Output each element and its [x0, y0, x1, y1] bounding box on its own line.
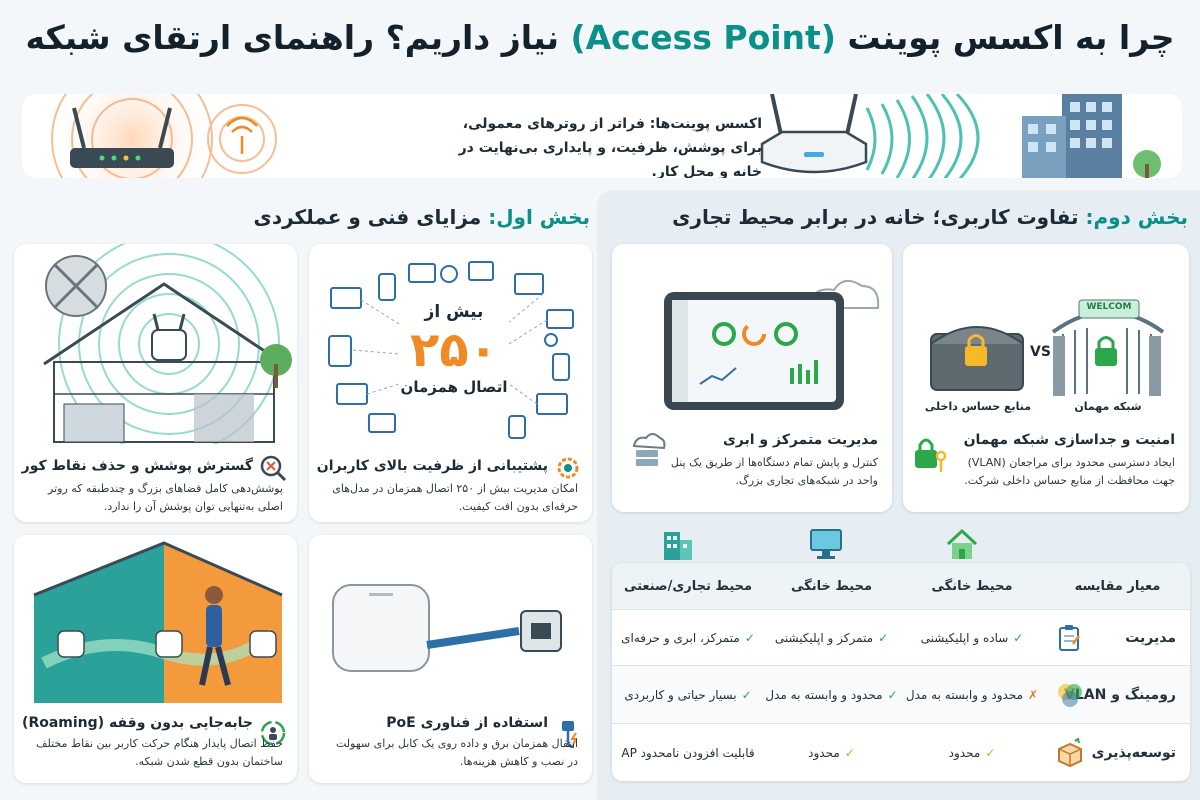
desktop-monitor-icon	[810, 529, 842, 559]
coverage-card: گسترش پوشش و حذف نقاط کور پوشش‌دهی کامل …	[14, 244, 297, 522]
table-row: ✓متمرکز، ابری و حرفه‌ای ✓متمرکز و اپلیکی…	[612, 609, 1190, 665]
ceiling-access-point-icon	[151, 313, 187, 361]
hero-illustration	[47, 94, 1161, 178]
tablet-dashboard-icon	[664, 292, 844, 410]
check-icon: ✓	[887, 687, 898, 702]
cell-criteria: مدیریت	[1045, 610, 1190, 665]
cell-home-1: ✓محدود	[948, 745, 996, 760]
versus-label: VS	[1030, 344, 1051, 360]
header-home-1: محیط خانگی	[931, 578, 1013, 594]
clipboard-icon	[1059, 624, 1080, 651]
padlock-key-icon	[911, 434, 951, 478]
check-icon: ✓	[741, 687, 752, 702]
section1-heading: بخش اول: مزایای فنی و عملکردی	[253, 205, 590, 229]
roaming-card: جابه‌جایی بدون وقفه (Roaming) حفظ اتصال …	[14, 535, 297, 783]
cell-home-2: ✓محدود	[808, 745, 855, 760]
cloud-server-icon	[626, 430, 666, 474]
dashboard-illustration	[664, 279, 880, 410]
venn-icon	[1058, 683, 1082, 707]
management-card: مدیریت متمرکز و ابری کنترل و پایش تمام د…	[612, 244, 892, 512]
capacity-badge: بیش از ۲۵۰ اتصال همزمان	[399, 302, 509, 396]
poe-card-desc: انتقال همزمان برق و داده روی یک کابل برا…	[336, 737, 578, 768]
cell-home-1: ✗محدود و وابسته به مدل	[905, 687, 1039, 702]
roaming-cycle-icon	[259, 719, 287, 751]
walking-person-icon	[199, 586, 231, 686]
hero-description: اکسس پوینت‌ها: فراتر از روترهای معمولی، …	[458, 116, 762, 178]
internal-resources-label: منابع حساس داخلی	[924, 400, 1032, 413]
cell-home-2: ✓متمرکز و اپلیکیشنی	[774, 630, 889, 645]
security-card: VS WELCOM شبکه مهمان منابع حساس داخلی ام…	[903, 244, 1189, 512]
access-point-icon-1	[57, 630, 85, 658]
guest-network-label: شبکه مهمان	[1074, 400, 1142, 413]
comparison-table: محیط تجاری/صنعتی محیط خانگی محیط خانگی م…	[612, 563, 1190, 781]
coverage-card-title: گسترش پوشش و حذف نقاط کور	[21, 458, 253, 474]
table-header-row: محیط تجاری/صنعتی محیط خانگی محیط خانگی م…	[612, 563, 1190, 609]
guest-network-illustration	[930, 299, 1165, 396]
devices-illustration	[328, 261, 574, 439]
capacity-badge-bottom: اتصال همزمان	[400, 378, 508, 396]
hero-banner: اکسس پوینت‌ها: فراتر از روترهای معمولی، …	[22, 94, 1182, 178]
house-coverage-illustration	[43, 244, 292, 444]
capacity-badge-top: بیش از	[424, 302, 484, 322]
page-title: چرا به اکسس پوینت (Access Point) نیاز دا…	[25, 18, 1175, 57]
management-card-title: مدیریت متمرکز و ابری	[722, 432, 878, 448]
check-icon: ✓	[844, 745, 855, 760]
cable-plug-icon	[554, 719, 582, 753]
cell-commercial: ✓متمرکز، ابری و حرفه‌ای	[621, 630, 755, 645]
check-icon: ✓	[1013, 630, 1024, 645]
header-criteria: معیار مقایسه	[1074, 578, 1161, 594]
access-point-icon-3	[249, 630, 277, 658]
box-icon	[1058, 737, 1082, 767]
gear-settings-icon	[554, 454, 582, 486]
poe-card-title: استفاده از فناوری PoE	[386, 715, 548, 731]
roaming-illustration	[33, 541, 283, 703]
capacity-card: بیش از ۲۵۰ اتصال همزمان پشتیبانی از ظرفی…	[309, 244, 592, 522]
capacity-card-title: پشتیبانی از ظرفیت بالای کاربران	[316, 458, 548, 474]
check-icon: ✓	[985, 745, 996, 760]
section2-heading: بخش دوم: تفاوت کاربری؛ خانه در برابر محی…	[672, 205, 1188, 229]
home-router-icon	[70, 107, 174, 168]
wifi-signal-icon	[226, 116, 258, 154]
cell-home-1: ✓ساده و اپلیکیشنی	[920, 630, 1024, 645]
access-point-device-icon	[760, 94, 868, 174]
cell-criteria: رومینگ و VLAN	[1045, 666, 1190, 723]
roaming-card-desc: حفظ اتصال پایدار هنگام حرکت کاربر بین نق…	[36, 737, 283, 768]
cell-commercial: قابلیت افزودن نامحدود AP	[621, 745, 755, 760]
vault-chest-icon	[930, 326, 1024, 391]
poe-illustration	[332, 584, 562, 672]
table-row: ✓بسیار حیاتی و کاربردی ✓محدود و وابسته ب…	[612, 665, 1190, 723]
capacity-badge-number: ۲۵۰	[410, 322, 498, 378]
cell-criteria: توسعه‌پذیری	[1045, 724, 1190, 781]
cross-icon: ✗	[1028, 687, 1039, 702]
security-card-desc: ایجاد دسترسی محدود برای مراجعان (VLAN) ج…	[964, 456, 1175, 487]
security-card-title: امنیت و جداسازی شبکه مهمان	[963, 432, 1175, 448]
check-icon: ✓	[744, 630, 755, 645]
blocked-signal-icon	[45, 255, 107, 317]
office-building-icon	[1022, 94, 1161, 178]
capacity-card-desc: امکان مدیریت بیش از ۲۵۰ اتصال همزمان در …	[332, 482, 578, 513]
ethernet-port-icon	[520, 610, 562, 652]
coverage-card-desc: پوشش‌دهی کامل فضاهای بزرگ و چندطبقه که ر…	[48, 482, 283, 513]
header-commercial: محیط تجاری/صنعتی	[623, 578, 753, 594]
gate-sign: WELCOM	[1086, 302, 1132, 312]
table-row: قابلیت افزودن نامحدود AP ✓محدود ✓محدود ت…	[612, 723, 1190, 781]
roaming-card-title: جابه‌جایی بدون وقفه (Roaming)	[22, 715, 253, 731]
access-point-device-icon	[332, 584, 430, 672]
welcome-gate-icon	[1051, 299, 1165, 396]
cell-commercial: ✓بسیار حیاتی و کاربردی	[624, 687, 752, 702]
management-card-desc: کنترل و پایش تمام دستگاه‌ها از طریق یک پ…	[670, 456, 878, 487]
header-home-2: محیط خانگی	[791, 578, 873, 594]
cell-home-2: ✓محدود و وابسته به مدل	[765, 687, 898, 702]
poe-card: استفاده از فناوری PoE انتقال همزمان برق …	[309, 535, 592, 783]
home-icon	[946, 528, 978, 559]
magnifier-icon	[259, 454, 287, 486]
check-icon: ✓	[878, 630, 889, 645]
access-point-icon-2	[155, 630, 183, 658]
commercial-building-icon	[664, 532, 692, 560]
